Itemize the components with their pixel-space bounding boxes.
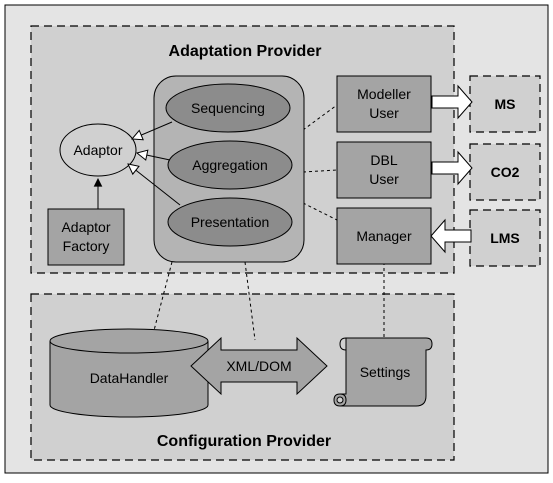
dbl-user-label-line2: User [369, 171, 399, 187]
dashed-connectors [151, 104, 385, 341]
lms-label: LMS [490, 230, 520, 246]
dbl-user-box [336, 141, 432, 199]
adaptor-factory-label-line1: Adaptor [61, 219, 110, 235]
adaptor-factory-label-line2: Factory [63, 238, 110, 254]
modeller-user-label-line1: Modeller [357, 86, 411, 102]
presentation-label: Presentation [191, 214, 270, 230]
manager-box [336, 207, 432, 265]
arrow-to-co2 [431, 150, 473, 186]
adaptor-factory-box [47, 208, 125, 266]
xml-dom-label: XML/DOM [226, 358, 291, 374]
modeller-user-box [336, 75, 432, 133]
adaptor-inheritance-arrows [128, 121, 181, 206]
arrow-to-ms [431, 84, 473, 120]
co2-label: CO2 [491, 164, 520, 180]
aggregation-label: Aggregation [192, 157, 268, 173]
modeller-user-label-line2: User [369, 105, 399, 121]
settings-label: Settings [360, 364, 411, 380]
manager-label: Manager [356, 228, 412, 244]
ms-label: MS [495, 96, 516, 112]
arrow-from-lms [430, 218, 472, 254]
presentation-ellipse [167, 197, 293, 247]
adaptor-label: Adaptor [73, 142, 122, 158]
co2-box [469, 143, 541, 201]
datahandler-cylinder [49, 328, 209, 418]
settings-scroll [333, 337, 433, 407]
xml-dom-double-arrow [190, 336, 328, 396]
adaptation-provider-title: Adaptation Provider [169, 43, 322, 60]
sequencing-label: Sequencing [191, 100, 265, 116]
dbl-user-label-line1: DBL [370, 152, 397, 168]
aggregation-ellipse [167, 140, 293, 190]
sequencing-ellipse [165, 83, 291, 133]
configuration-provider-title: Configuration Provider [157, 433, 331, 450]
datahandler-label: DataHandler [90, 370, 169, 386]
